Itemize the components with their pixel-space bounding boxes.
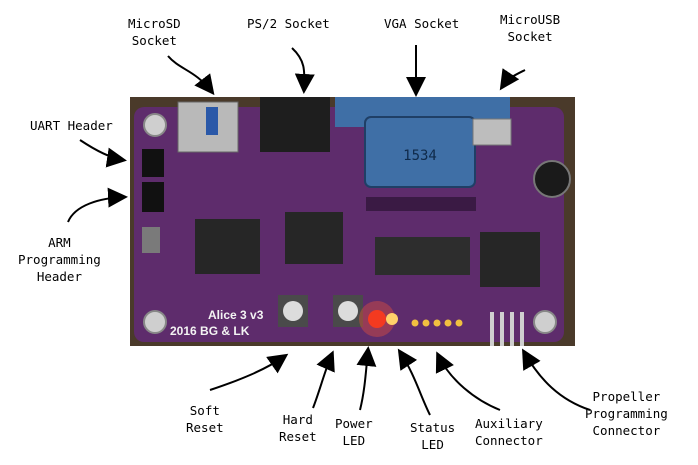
vga-marking: 1534 xyxy=(403,148,437,164)
silkscreen-line1: Alice 3 v3 xyxy=(208,308,264,322)
mounting-hole xyxy=(143,113,167,137)
pcb-board-image: 1534 Alice 3 v3 2016 BG & LK xyxy=(130,97,575,346)
auxiliary-connector xyxy=(411,319,463,327)
label-uart-header: UART Header xyxy=(30,118,113,133)
arm-mcu-chip xyxy=(195,219,260,274)
ps2-socket xyxy=(260,97,330,152)
mounting-hole xyxy=(533,310,557,334)
crystal-y2 xyxy=(142,227,160,253)
mounting-hole xyxy=(143,310,167,334)
resistor-row xyxy=(366,197,476,211)
status-led xyxy=(386,313,398,325)
label-vga-socket: VGA Socket xyxy=(384,16,460,31)
chip-j1 xyxy=(285,212,343,264)
chip-u6 xyxy=(375,237,470,275)
propeller-programming-connector xyxy=(490,312,524,346)
arm-programming-header xyxy=(142,182,164,212)
propeller-chip xyxy=(480,232,540,287)
label-ps2-socket: PS/2 Socket xyxy=(247,16,330,31)
silkscreen-line2: 2016 BG & LK xyxy=(170,324,250,338)
uart-header xyxy=(142,149,164,177)
microusb-socket xyxy=(472,118,512,146)
power-led xyxy=(368,310,386,328)
electrolytic-capacitor xyxy=(533,160,571,198)
